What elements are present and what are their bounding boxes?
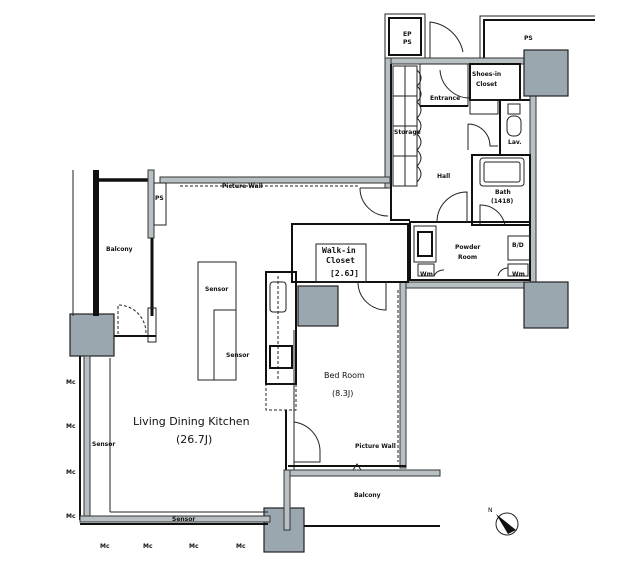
mc-label: Mc (66, 469, 76, 476)
powder-room-label-2: Room (458, 254, 478, 261)
walk-in-closet-size: [2.6J] (330, 269, 359, 278)
balcony-bottom-label: Balcony (354, 492, 381, 499)
sensor-left-label: Sensor (92, 441, 116, 448)
sensor-island-label: Sensor (205, 286, 229, 293)
mc-label: Mc (100, 543, 110, 550)
ps-shaft-top (479, 15, 595, 58)
service-core-walls (359, 57, 537, 285)
ldk-label: Living Dining Kitchen (133, 415, 250, 428)
bedroom-walls (283, 223, 441, 531)
picture-wall-top-label: Picture Wall (222, 183, 263, 190)
sensor-kitchen-label: Sensor (226, 352, 250, 359)
bath-label: Bath (495, 189, 511, 196)
column-mid-right (523, 281, 569, 329)
wm-right-label: Wm (512, 271, 525, 278)
bedroom-right-wall (399, 281, 407, 469)
bath-size: (1418) (491, 198, 514, 205)
wm-left-label: Wm (420, 271, 433, 278)
walk-in-closet-label: Walk-in (322, 246, 356, 255)
mc-label: Mc (189, 543, 199, 550)
wall-lower-right (403, 281, 535, 289)
shoes-closet-label: Shoes-in (472, 71, 502, 78)
lav-label: Lav. (508, 139, 522, 146)
column-center (297, 285, 339, 327)
bedroom-size: (8.3J) (332, 389, 354, 398)
mc-label: Mc (66, 379, 76, 386)
column-left (69, 313, 115, 357)
ldk-size: (26.7J) (176, 433, 213, 446)
shoes-closet-label-2: Closet (476, 81, 498, 88)
ep-label: EP (403, 31, 412, 38)
sensor-bottom-label: Sensor (172, 516, 196, 523)
mc-label: Mc (66, 423, 76, 430)
balcony-left-label: Balcony (106, 246, 133, 253)
mc-label: Mc (143, 543, 153, 550)
ps-left-label: PS (155, 195, 164, 202)
entrance-door-swing (429, 21, 464, 60)
storage-label: Storage (394, 129, 421, 136)
ep-ps-label: PS (403, 39, 412, 46)
north-arrow-icon: N (488, 507, 519, 536)
walk-in-closet-label-2: Closet (326, 256, 355, 265)
ldk-walls (72, 169, 391, 525)
bd-label: B/D (512, 242, 524, 249)
bedroom-label: Bed Room (324, 371, 365, 380)
column-top-right (523, 49, 569, 97)
svg-text:N: N (488, 507, 493, 514)
mc-label: Mc (66, 513, 76, 520)
mc-label: Mc (236, 543, 246, 550)
picture-wall-bedroom-label: Picture Wall (355, 443, 396, 450)
ps-top-label: PS (524, 35, 533, 42)
powder-room-label: Powder (455, 244, 481, 251)
hall-label: Hall (437, 173, 451, 180)
entrance-label: Entrance (430, 95, 461, 102)
